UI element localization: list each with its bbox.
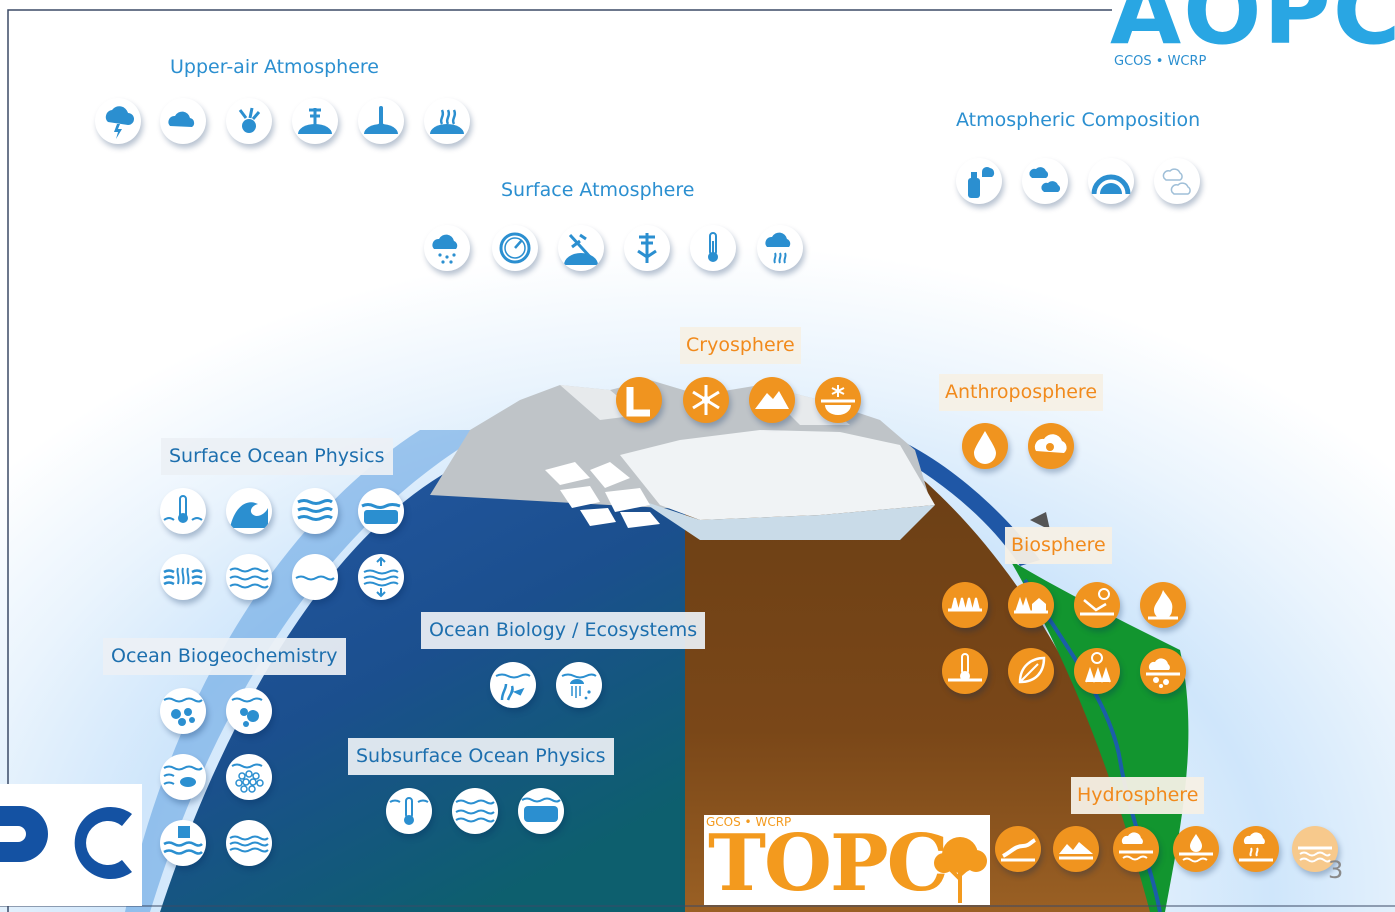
fire-icon (1140, 582, 1186, 628)
ocean-surface-heat-flux-icon (160, 554, 206, 600)
topc-logo: GCOS • WCRP TOPC (704, 815, 990, 905)
inorganic-carbon-icon (160, 688, 206, 734)
topc-logo-word: TOPC (708, 818, 949, 909)
glacier-icon (616, 377, 662, 423)
precipitation-icon (424, 225, 470, 271)
surface-ocean-physics-label: Surface Ocean Physics (161, 438, 393, 475)
ghg-fluxes-icon (1028, 423, 1074, 469)
wind-speed-icon (624, 225, 670, 271)
sea-surface-salinity-icon (226, 554, 272, 600)
nutrients-icon (160, 754, 206, 800)
terrestrial-water-storage-icon (1292, 826, 1338, 872)
sea-surface-temperature-icon (160, 488, 206, 534)
upper-wind-icon (292, 98, 338, 144)
oxygen-icon (226, 688, 272, 734)
topc-logo-subtitle: GCOS • WCRP (706, 815, 792, 829)
sea-surface-currents-icon (292, 488, 338, 534)
atmospheric-composition-label: Atmospheric Composition (956, 109, 1201, 131)
precursors-icon (1154, 158, 1200, 204)
land-surface-temperature-icon (942, 648, 988, 694)
marine-habitat-icon (490, 662, 536, 708)
surface-stress-icon (358, 554, 404, 600)
oopc-logo (0, 784, 142, 906)
surface-wind-icon (558, 225, 604, 271)
water-use-icon (962, 423, 1008, 469)
anthroposphere-label: Anthroposphere (939, 374, 1104, 411)
soil-moisture-icon (1113, 826, 1159, 872)
lightning-cloud-icon (95, 98, 141, 144)
albedo-icon (1074, 582, 1120, 628)
ozone-layer-icon (1088, 158, 1134, 204)
groundwater-icon (1173, 826, 1219, 872)
leaf-area-index-icon (1008, 648, 1054, 694)
biosphere-label: Biosphere (1005, 527, 1112, 564)
sea-level-icon (292, 554, 338, 600)
ice-shelf (620, 430, 935, 520)
permafrost-icon (815, 377, 861, 423)
river-discharge-icon (995, 826, 1041, 872)
thermometer-icon (690, 225, 736, 271)
surface-atmosphere-label: Surface Atmosphere (501, 179, 695, 201)
oopc-logo-graphic (0, 806, 132, 879)
ice-sheet-icon (749, 377, 795, 423)
subsurface-ocean-physics-label: Subsurface Ocean Physics (348, 738, 614, 775)
lakes-icon (1053, 826, 1099, 872)
ocean-biology-label: Ocean Biology / Ecosystems (421, 612, 706, 649)
transient-tracers-icon (160, 820, 206, 866)
sea-state-icon (226, 488, 272, 534)
snow-icon (683, 377, 729, 423)
plankton-icon (556, 662, 602, 708)
subsurface-currents-icon (452, 788, 498, 834)
subsurface-salinity-icon (518, 788, 564, 834)
greenhouse-gases-icon (1022, 158, 1068, 204)
sea-ice-icon (358, 488, 404, 534)
aerosol-spray-icon (956, 158, 1002, 204)
nitrous-oxide-icon (226, 820, 272, 866)
ocean-colour-icon (226, 754, 272, 800)
above-ground-biomass-icon (942, 582, 988, 628)
pressure-gauge-icon (492, 225, 538, 271)
evaporation-icon (1233, 826, 1279, 872)
upper-water-vapour-icon (424, 98, 470, 144)
subsurface-temperature-icon (386, 788, 432, 834)
aopc-logo-subtitle: GCOS • WCRP (1114, 54, 1207, 69)
page-number: 3 (1328, 856, 1344, 884)
wind-vane-icon (226, 98, 272, 144)
soil-carbon-icon (1140, 648, 1186, 694)
cryosphere-label: Cryosphere (680, 327, 801, 364)
upper-temperature-icon (358, 98, 404, 144)
water-vapour-icon (757, 225, 803, 271)
upper-air-label: Upper-air Atmosphere (170, 56, 379, 78)
cloud-icon (160, 98, 206, 144)
ocean-biogeochemistry-label: Ocean Biogeochemistry (103, 638, 346, 675)
land-cover-icon (1008, 582, 1054, 628)
hydrosphere-label: Hydrosphere (1071, 777, 1205, 814)
tree-icon (934, 837, 987, 903)
fapar-icon (1074, 648, 1120, 694)
aopc-logo: AOPC (1110, 0, 1395, 65)
